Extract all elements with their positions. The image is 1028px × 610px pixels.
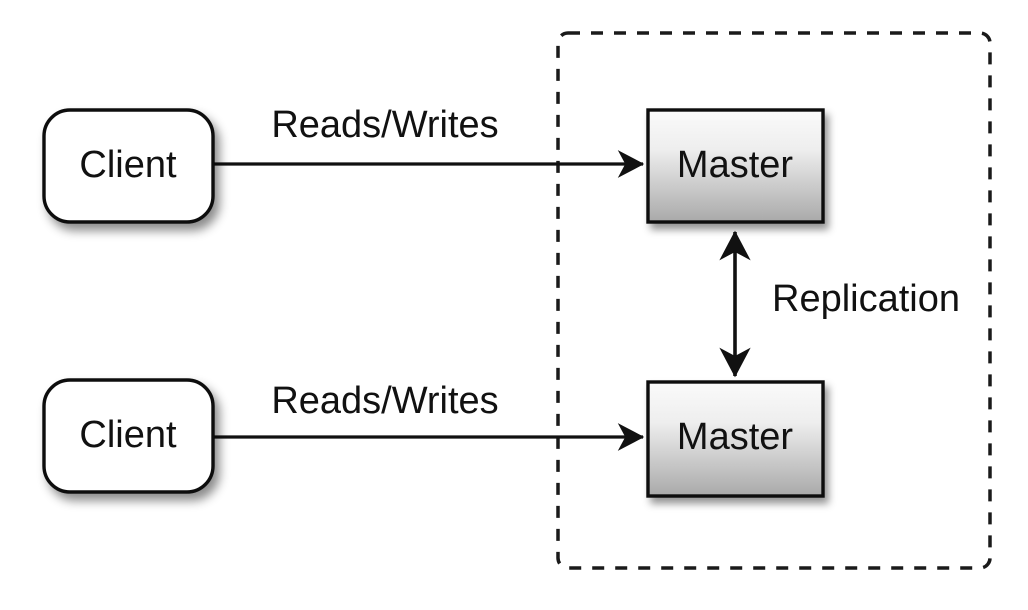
client-top-label: Client [79, 144, 177, 186]
edge-label-reads-writes-top: Reads/Writes [271, 104, 498, 146]
node-master-top[interactable]: Master [646, 108, 825, 224]
edge-label-replication: Replication [772, 278, 960, 320]
client-bottom-box[interactable] [42, 378, 215, 494]
node-client-bottom[interactable]: Client [42, 378, 215, 494]
master-top-box[interactable] [646, 108, 825, 224]
master-bottom-box[interactable] [646, 380, 825, 498]
client-top-box[interactable] [42, 108, 215, 224]
client-bottom-label: Client [79, 414, 177, 456]
master-top-label: Master [677, 144, 793, 186]
replication-cluster-boundary [556, 31, 992, 570]
edge-label-reads-writes-bottom: Reads/Writes [271, 380, 498, 422]
node-master-bottom[interactable]: Master [646, 380, 825, 498]
node-client-top[interactable]: Client [42, 108, 215, 224]
master-bottom-label: Master [677, 416, 793, 458]
